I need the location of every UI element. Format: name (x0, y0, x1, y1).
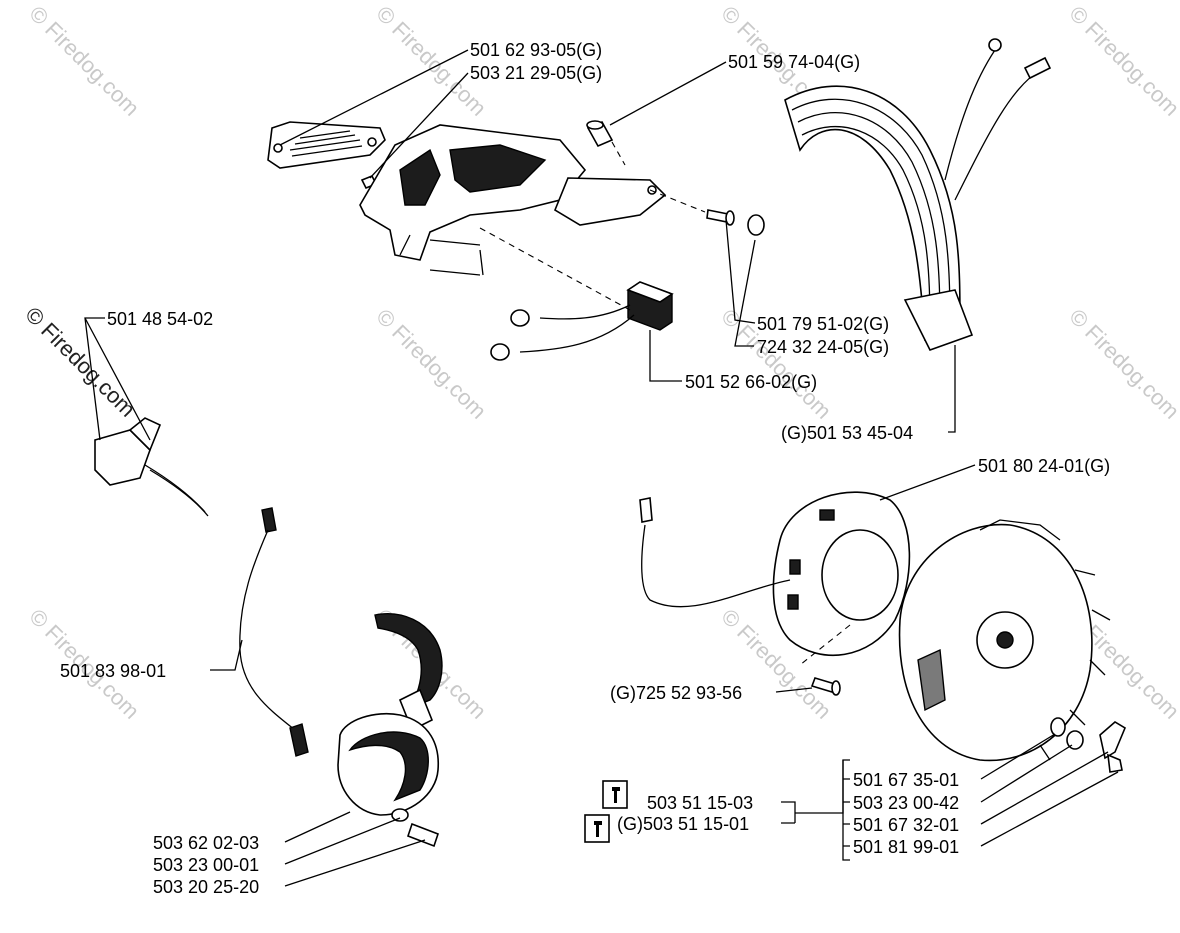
coil-drawing (337, 613, 443, 848)
part-label-screw: 501 79 51-02(G) (757, 314, 889, 334)
spacer-sleeve-drawing (586, 120, 614, 148)
flywheel-drawing (898, 519, 1111, 762)
tool-icon-2 (584, 814, 610, 843)
part-label-coil: 503 62 02-03 (153, 833, 259, 853)
screw-drawing (706, 209, 735, 226)
part-label-module-screw: (G)725 52 93-56 (610, 683, 742, 703)
part-label-ignition-module: 501 80 24-01(G) (978, 456, 1110, 476)
assembly-line (611, 141, 706, 213)
part-label-flywheel: 501 67 35-01 (853, 770, 959, 790)
part-label-cover: 501 62 93-05(G) (470, 40, 602, 60)
watermark: © Firedog.com (1064, 304, 1180, 424)
watermark: © Firedog.com (371, 304, 491, 424)
part-label-stop-switch: 501 48 54-02 (107, 309, 213, 329)
handle-housing-drawing (359, 124, 587, 276)
switch-drawing (490, 281, 674, 361)
part-label-spacer-sleeve: 501 59 74-04(G) (728, 52, 860, 72)
watermark: © Firedog.com (1064, 1, 1180, 121)
part-label-heater-element: (G)501 53 45-04 (781, 423, 913, 443)
part-label-switch: 501 52 66-02(G) (685, 372, 817, 392)
module-screw-drawing (810, 677, 841, 696)
part-label-tool-2: (G)503 51 15-01 (617, 814, 749, 834)
cover-plate-drawing (267, 121, 386, 169)
heater-element-drawing (784, 38, 1052, 351)
stop-switch-drawing (94, 417, 209, 517)
part-label-ignition-cable: 501 83 98-01 (60, 661, 166, 681)
part-label-flywheel-washer: 503 23 00-42 (853, 793, 959, 813)
part-label-washer: 724 32 24-05(G) (757, 337, 889, 357)
pawl-drawing (1099, 721, 1127, 773)
assembly-line (479, 227, 631, 311)
part-label-tool-1: 503 51 15-03 (647, 793, 753, 813)
tool-icon-1 (602, 780, 628, 809)
side-plate-drawing (554, 177, 667, 226)
leader-lines (84, 49, 1119, 887)
ignition-cable-drawing (239, 507, 309, 757)
part-label-pawl: 501 67 32-01 (853, 815, 959, 835)
part-label-cover-screw: 503 21 29-05(G) (470, 63, 602, 83)
part-label-coil-screw: 503 20 25-20 (153, 877, 259, 897)
ignition-module-drawing (639, 491, 911, 657)
part-labels: 501 62 93-05(G) 503 21 29-05(G) 501 59 7… (60, 40, 1110, 897)
part-label-pawl-screw: 501 81 99-01 (853, 837, 959, 857)
watermark: © Firedog.com (371, 1, 491, 121)
watermark: © Firedog.com (24, 1, 144, 121)
flywheel-washer-drawing (1050, 717, 1084, 750)
washer-drawing (747, 214, 765, 236)
part-label-coil-washer: 503 23 00-01 (153, 855, 259, 875)
